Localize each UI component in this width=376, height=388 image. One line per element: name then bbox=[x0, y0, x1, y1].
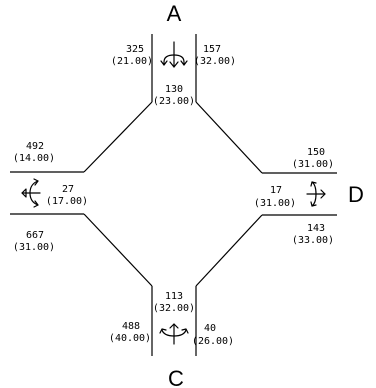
north-center-count: 130 bbox=[165, 84, 183, 95]
arrow-south-icon bbox=[159, 323, 189, 345]
south-left-value: (40.00) bbox=[109, 333, 151, 344]
west-top-count: 492 bbox=[26, 141, 44, 152]
north-left-value: (21.00) bbox=[111, 56, 153, 67]
east-center-count: 17 bbox=[270, 185, 282, 196]
east-top-value: (31.00) bbox=[292, 159, 334, 170]
node-label-d: D bbox=[348, 182, 364, 207]
east-bottom-value: (33.00) bbox=[292, 235, 334, 246]
road-outline bbox=[10, 34, 337, 356]
ne-diagonal bbox=[195, 101, 263, 174]
node-label-c: C bbox=[168, 366, 184, 388]
west-bottom-count: 667 bbox=[26, 230, 44, 241]
north-right-count: 157 bbox=[203, 44, 221, 55]
arrow-east-icon bbox=[306, 181, 326, 207]
east-top-count: 150 bbox=[307, 147, 325, 158]
south-right-count: 40 bbox=[204, 323, 216, 334]
arrow-north-icon bbox=[160, 41, 188, 68]
arrow-west-icon bbox=[21, 178, 41, 208]
se-diagonal bbox=[195, 214, 263, 287]
north-right-value: (32.00) bbox=[194, 56, 236, 67]
west-top-value: (14.00) bbox=[13, 153, 55, 164]
south-left-count: 488 bbox=[122, 321, 140, 332]
east-center-value: (31.00) bbox=[254, 198, 296, 209]
nw-diagonal bbox=[83, 101, 153, 173]
east-bottom-count: 143 bbox=[307, 223, 325, 234]
node-label-a: A bbox=[167, 1, 182, 26]
west-bottom-value: (31.00) bbox=[13, 242, 55, 253]
south-center-count: 113 bbox=[165, 291, 183, 302]
west-center-value: (17.00) bbox=[46, 196, 88, 207]
north-left-count: 325 bbox=[126, 44, 144, 55]
west-center-count: 27 bbox=[62, 184, 74, 195]
south-right-value: (26.00) bbox=[192, 336, 234, 347]
south-center-value: (32.00) bbox=[153, 303, 195, 314]
sw-diagonal bbox=[83, 213, 153, 287]
north-center-value: (23.00) bbox=[153, 96, 195, 107]
